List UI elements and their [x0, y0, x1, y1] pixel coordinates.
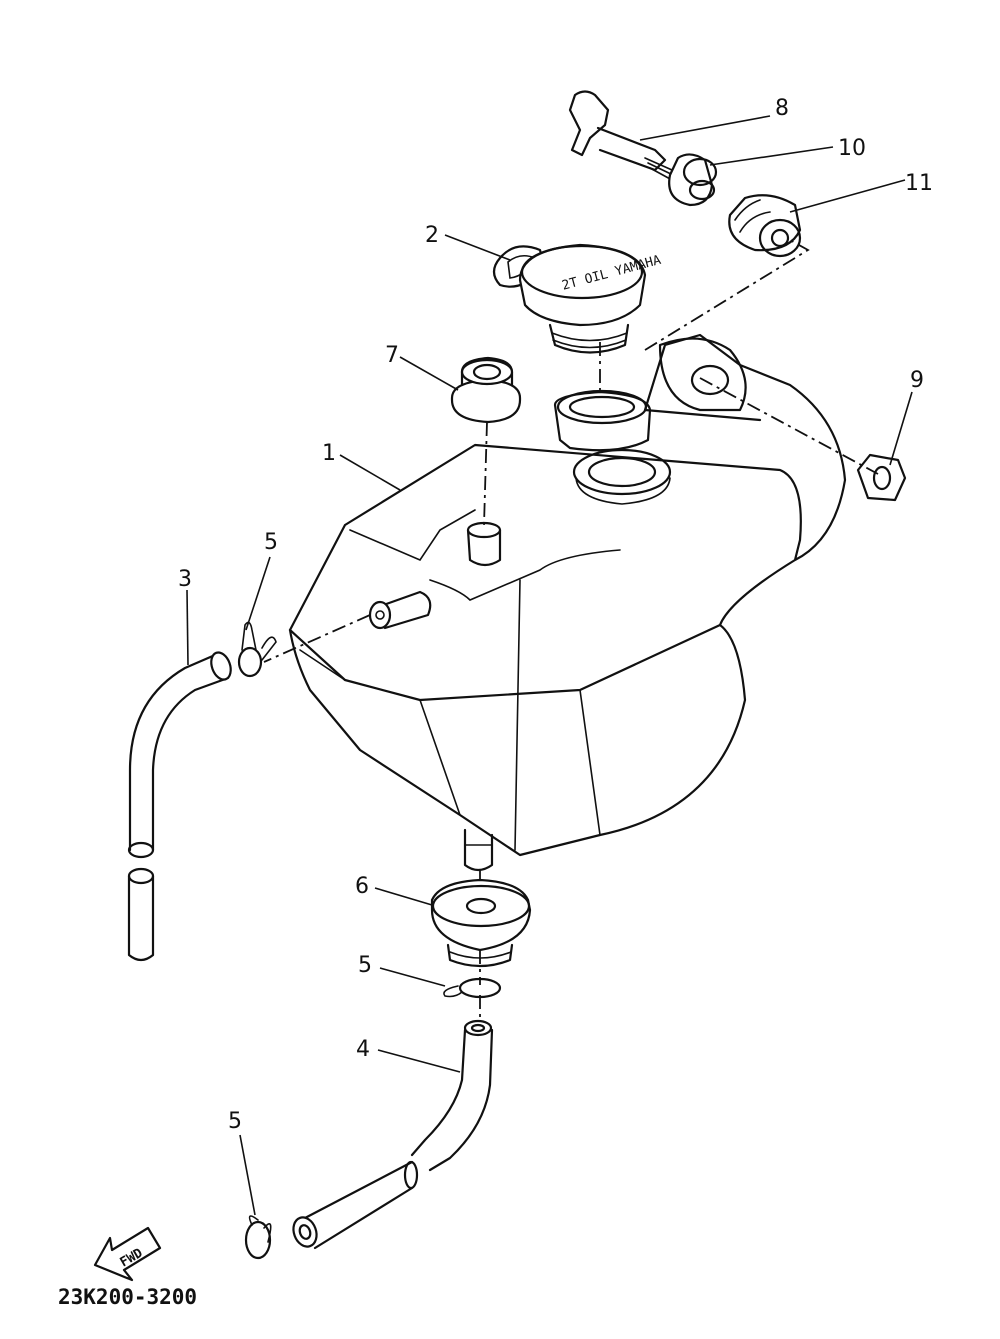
callout-8: 8 [775, 96, 789, 121]
callout-3: 3 [178, 567, 192, 592]
callout-1: 1 [322, 441, 336, 466]
callouts: 1 2 3 4 5 5 5 6 7 8 9 10 11 [178, 96, 933, 1134]
callout-2: 2 [425, 223, 439, 248]
fwd-label: FWD [118, 1246, 146, 1271]
bolt-assembly [568, 90, 802, 258]
oil-tank-body [288, 333, 847, 872]
forward-arrow-icon: FWD [93, 1226, 162, 1282]
callout-5-upper: 5 [264, 530, 278, 555]
hose-clip-lower [244, 1215, 272, 1260]
part-code: 23K200-3200 [58, 1285, 197, 1309]
callout-6: 6 [355, 874, 369, 899]
hose-clip-middle [443, 977, 502, 999]
filler-cap: 2T OIL YAMAHA [492, 243, 663, 354]
callout-11: 11 [905, 171, 933, 196]
assembly-lines [263, 239, 879, 1020]
hose-clip-upper [237, 621, 277, 678]
washer [856, 453, 907, 502]
callout-9: 9 [910, 368, 924, 393]
grommet-top [450, 356, 522, 424]
callout-5-lower: 5 [228, 1109, 242, 1134]
hose-lower [292, 1019, 494, 1250]
grommet-bottom [430, 878, 532, 968]
hose-upper [127, 651, 232, 962]
callout-4: 4 [356, 1037, 370, 1062]
callout-10: 10 [838, 136, 866, 161]
callout-7: 7 [385, 343, 399, 368]
callout-5-middle: 5 [358, 953, 372, 978]
leader-lines [186, 115, 913, 1216]
